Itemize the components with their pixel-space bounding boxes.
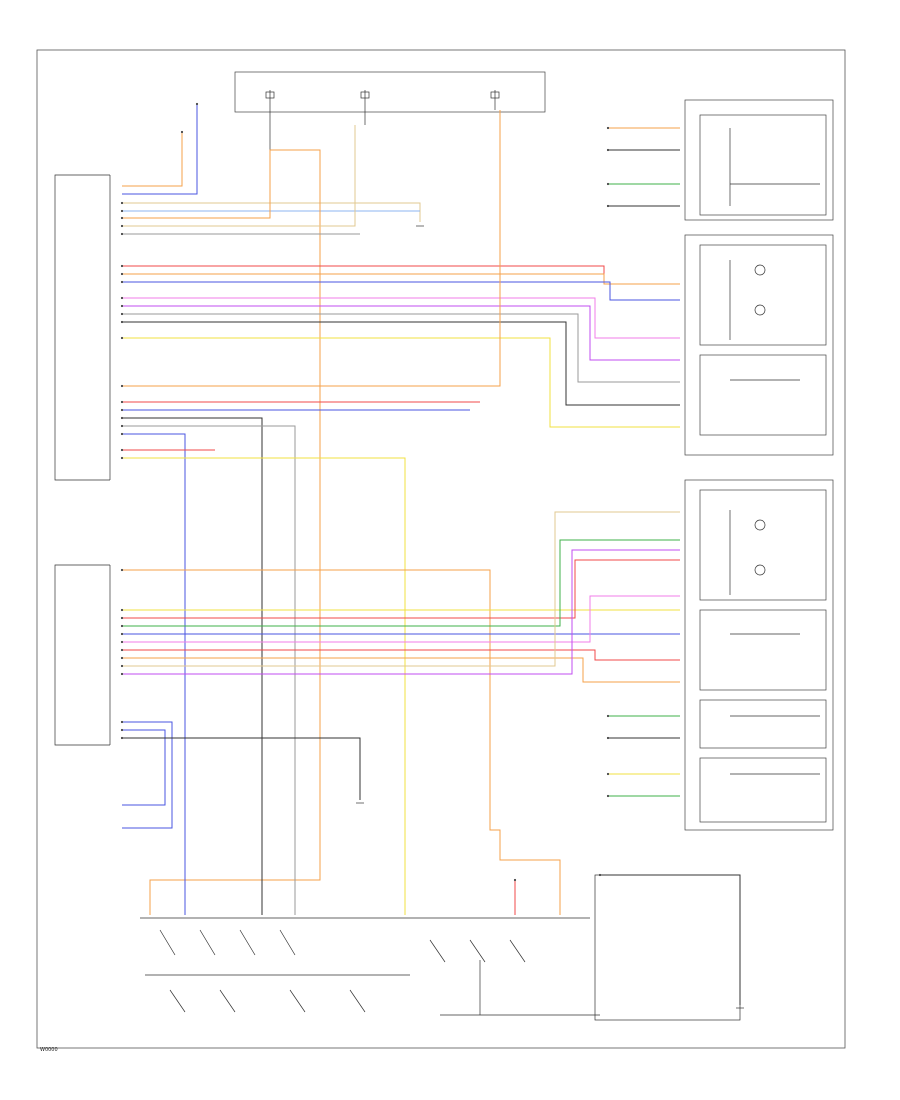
wire-terminal (120, 408, 124, 412)
wire-blue (122, 721, 173, 829)
wire-terminal (120, 640, 124, 644)
wire-terminal (120, 736, 124, 740)
wire-terminal (120, 216, 124, 220)
wire-terminal (195, 102, 199, 106)
diagram-code: W0000 (40, 1047, 58, 1053)
wire-terminal (120, 400, 124, 404)
wire-terminal (606, 148, 610, 152)
wire-terminal (606, 794, 610, 798)
component-internals (729, 128, 820, 775)
wire-pink (122, 297, 680, 339)
wire-tan (122, 511, 680, 667)
wire-orange (122, 273, 680, 285)
wire-violet (122, 305, 680, 361)
wire-tan (122, 125, 356, 227)
wire-terminal (120, 232, 124, 236)
wire-terminal (120, 728, 124, 732)
diagram-frame (36, 49, 846, 1049)
wire-terminal (598, 873, 602, 877)
wire-terminal (606, 126, 610, 130)
wire-red (122, 649, 680, 661)
wire-terminal (120, 280, 124, 284)
wire-black (122, 321, 680, 406)
wire-orange (122, 149, 321, 915)
wire-violet (122, 549, 680, 675)
wire-black (122, 737, 361, 800)
wire-terminal (120, 456, 124, 460)
wire-blue (122, 281, 680, 301)
wire-yellow (122, 337, 680, 428)
right-components (684, 99, 834, 831)
wire-terminal (606, 182, 610, 186)
wire-orange (122, 110, 501, 387)
wire-terminal (120, 416, 124, 420)
wire-terminal (120, 568, 124, 572)
wire-pink (122, 595, 680, 643)
left-modules (54, 174, 111, 746)
wire-terminal (120, 304, 124, 308)
wire-terminal (120, 616, 124, 620)
wire-terminal (120, 648, 124, 652)
wire-terminal (120, 320, 124, 324)
wire-terminal (120, 384, 124, 388)
wire-terminal (120, 209, 124, 213)
fuse-panel-box (234, 71, 546, 113)
wire-terminal (606, 204, 610, 208)
wire-red (122, 265, 605, 275)
bottom-switch-bank (140, 874, 741, 1021)
wire-terminal (180, 130, 184, 134)
wire-terminal (120, 656, 124, 660)
ground-symbols (356, 225, 744, 1009)
wire-group (120, 102, 741, 1005)
fuse-panel-fuses (265, 90, 500, 150)
wire-terminal (120, 201, 124, 205)
wire-yellow (122, 457, 406, 915)
wire-terminal (120, 224, 124, 228)
wire-terminal (120, 424, 124, 428)
wire-terminal (606, 736, 610, 740)
wire-terminal (513, 878, 517, 882)
wire-black (600, 874, 741, 1005)
wire-terminal (606, 772, 610, 776)
wire-terminal (120, 264, 124, 268)
wire-terminal (606, 714, 610, 718)
wire-terminal (120, 672, 124, 676)
wire-tan (122, 202, 421, 222)
wire-terminal (120, 432, 124, 436)
wire-terminal (120, 608, 124, 612)
wire-terminal (120, 632, 124, 636)
wire-terminal (120, 336, 124, 340)
wire-terminal (120, 272, 124, 276)
wire-orange (122, 569, 561, 915)
wire-gray (122, 425, 296, 915)
wire-red (122, 559, 680, 619)
wire-terminal (120, 624, 124, 628)
wire-black (122, 417, 263, 915)
wire-blue (122, 433, 186, 915)
wire-terminal (120, 448, 124, 452)
wire-green (122, 539, 680, 627)
wire-gray (122, 313, 680, 383)
wire-blue (122, 104, 198, 195)
wire-orange (122, 132, 183, 187)
wire-blue (122, 729, 166, 806)
wire-terminal (120, 296, 124, 300)
wire-terminal (120, 664, 124, 668)
wire-orange (122, 657, 680, 683)
wire-terminal (120, 312, 124, 316)
wire-terminal (120, 720, 124, 724)
